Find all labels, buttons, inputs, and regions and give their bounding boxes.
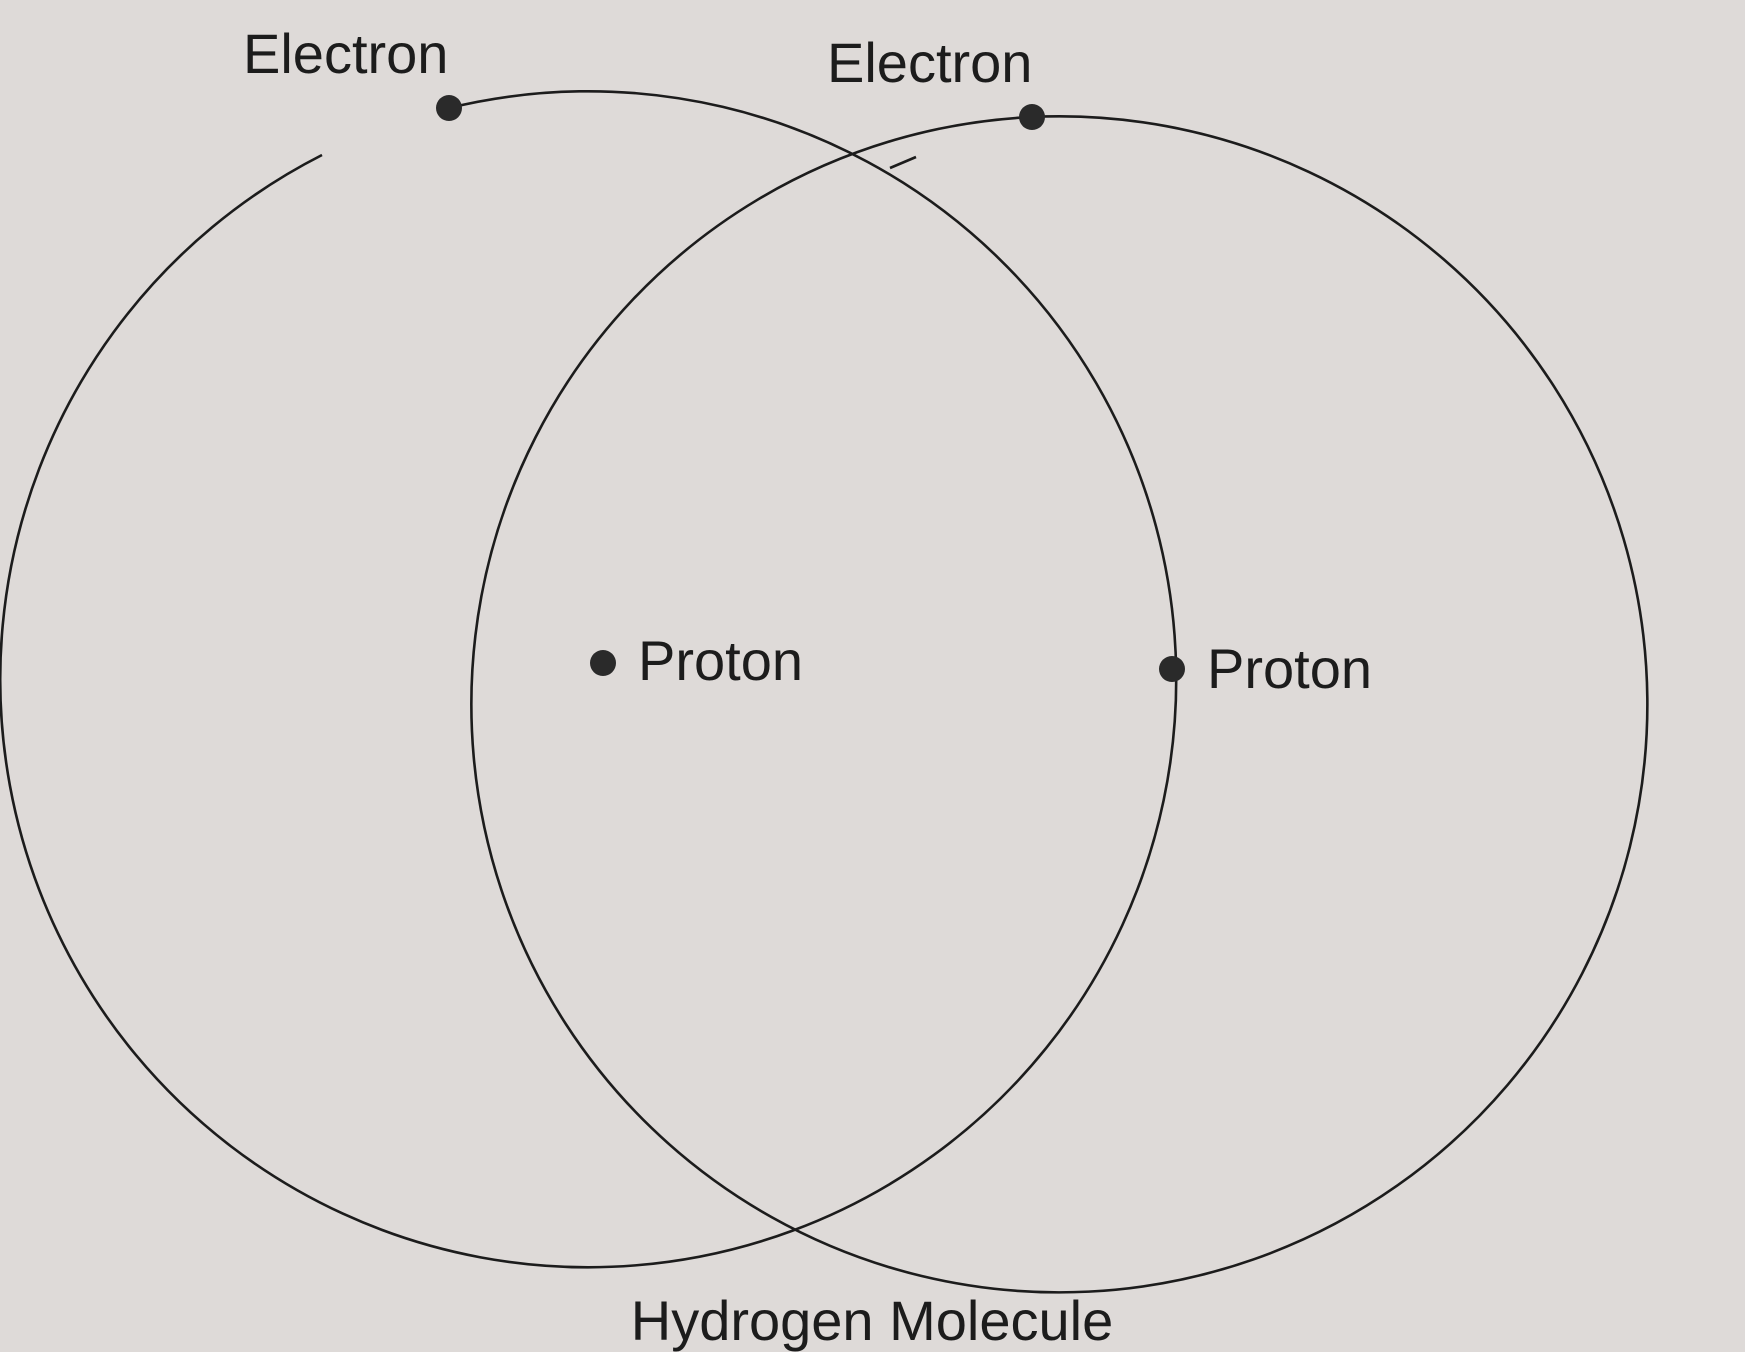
diagram-caption: Hydrogen Molecule	[631, 1289, 1113, 1352]
electron-left-label: Electron	[243, 22, 448, 85]
proton-right-dot	[1159, 656, 1185, 682]
electron-left-dot	[436, 95, 462, 121]
right-electron-orbit	[471, 116, 1647, 1292]
proton-left-dot	[590, 650, 616, 676]
orbit-crossing-mark	[890, 157, 916, 168]
electron-right-label: Electron	[827, 31, 1032, 94]
electron-right-dot	[1019, 104, 1045, 130]
left-electron-orbit	[0, 91, 1176, 1267]
proton-right-label: Proton	[1207, 637, 1372, 700]
proton-left-label: Proton	[638, 629, 803, 692]
